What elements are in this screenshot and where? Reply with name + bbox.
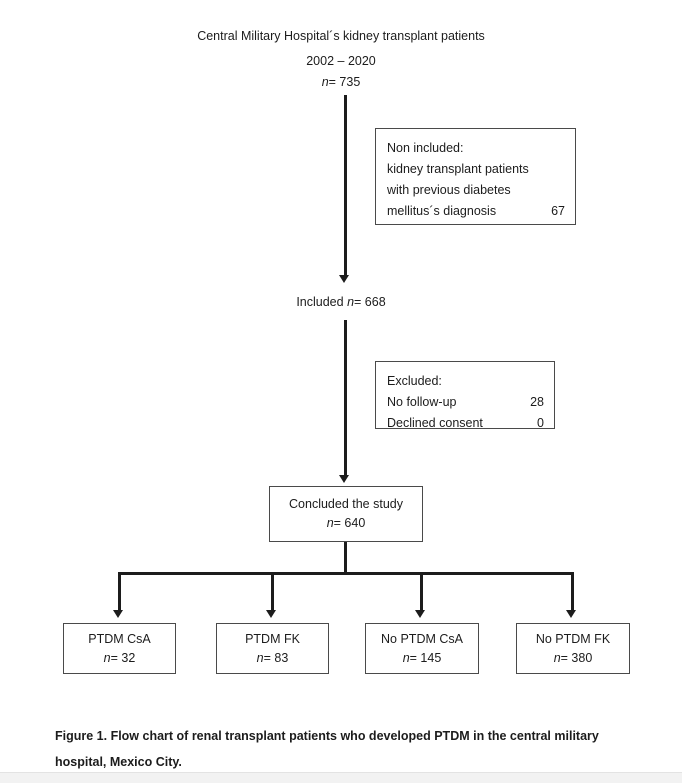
- outcome-n-value: = 145: [409, 650, 442, 665]
- arrowhead-included: [339, 275, 349, 283]
- n-symbol: n: [321, 75, 329, 89]
- page-bottom-strip: [0, 772, 682, 783]
- concluded-count: n= 640: [327, 514, 366, 533]
- outcome-count: n= 145: [403, 649, 442, 668]
- outcome-n-symbol: n: [103, 650, 111, 665]
- outcome-label: No PTDM CsA: [381, 631, 463, 646]
- non-included-line-3: with previous diabetes: [387, 183, 511, 197]
- non-included-count-label: mellitus´s diagnosis: [387, 204, 497, 218]
- connector-enrolled-to-included: [344, 95, 347, 277]
- outcome-label: PTDM FK: [245, 631, 300, 646]
- non-included-count-value: 67: [551, 204, 565, 218]
- outcome-n-symbol: n: [553, 650, 561, 665]
- excluded-row: No follow-up 28: [387, 392, 544, 413]
- concluded-n-symbol: n: [326, 516, 334, 530]
- outcome-count: n= 83: [257, 649, 289, 668]
- excluded-row-value: 28: [530, 395, 544, 409]
- included-n-symbol: n: [347, 295, 355, 309]
- outcome-box-ptdm-fk: PTDM FK n= 83: [216, 623, 329, 674]
- outcome-n-value: = 380: [560, 650, 593, 665]
- arrowhead-concluded: [339, 475, 349, 483]
- excluded-box: Excluded: No follow-up 28 Declined conse…: [375, 361, 555, 430]
- outcome-box-no-ptdm-fk: No PTDM FK n= 380: [516, 623, 630, 674]
- page-title: Central Military Hospital´s kidney trans…: [197, 29, 485, 43]
- excluded-row-value: 0: [537, 416, 544, 430]
- outcome-n-symbol: n: [256, 650, 264, 665]
- outcome-count: n= 32: [104, 649, 136, 668]
- outcome-box-ptdm-csa: PTDM CsA n= 32: [63, 623, 176, 674]
- excluded-row: Declined consent 0: [387, 413, 544, 434]
- included-label: Included n= 668: [0, 292, 682, 312]
- excluded-row-label: No follow-up: [387, 395, 457, 409]
- non-included-box: Non included: kidney transplant patients…: [375, 128, 576, 225]
- arrowhead-no-ptdm-fk: [566, 610, 576, 618]
- outcome-n-symbol: n: [402, 650, 410, 665]
- outcome-n-value: = 32: [110, 650, 136, 665]
- outcome-n-value: = 83: [263, 650, 289, 665]
- included-text: Included: [296, 295, 348, 309]
- non-included-title: Non included:: [387, 141, 464, 155]
- n-value: = 735: [328, 75, 361, 89]
- outcome-count: n= 380: [554, 649, 593, 668]
- non-included-line-2: kidney transplant patients: [387, 162, 529, 176]
- non-included-count-row: mellitus´s diagnosis 67: [387, 201, 565, 222]
- included-n-value: = 668: [354, 295, 386, 309]
- concluded-study-box: Concluded the study n= 640: [269, 486, 423, 542]
- concluded-n-value: = 640: [333, 516, 366, 530]
- connector-included-to-concluded: [344, 320, 347, 477]
- arrowhead-ptdm-fk: [266, 610, 276, 618]
- figure-caption: Figure 1. Flow chart of renal transplant…: [55, 729, 599, 769]
- total-enrolled-count: n= 735: [0, 72, 682, 92]
- connector-branch-no-ptdm-fk: [571, 572, 574, 612]
- arrowhead-no-ptdm-csa: [415, 610, 425, 618]
- arrowhead-ptdm-csa: [113, 610, 123, 618]
- excluded-title: Excluded:: [387, 374, 442, 388]
- outcome-label: No PTDM FK: [535, 631, 611, 646]
- outcome-label: PTDM CsA: [88, 631, 151, 646]
- connector-concluded-to-branch: [344, 542, 347, 575]
- branch-horizontal-bar: [118, 572, 574, 575]
- excluded-row-label: Declined consent: [387, 416, 483, 430]
- study-period: 2002 – 2020: [306, 54, 376, 68]
- connector-branch-no-ptdm-csa: [420, 572, 423, 612]
- outcome-box-no-ptdm-csa: No PTDM CsA n= 145: [365, 623, 479, 674]
- connector-branch-ptdm-fk: [271, 572, 274, 612]
- concluded-label: Concluded the study: [289, 497, 403, 511]
- connector-branch-ptdm-csa: [118, 572, 121, 612]
